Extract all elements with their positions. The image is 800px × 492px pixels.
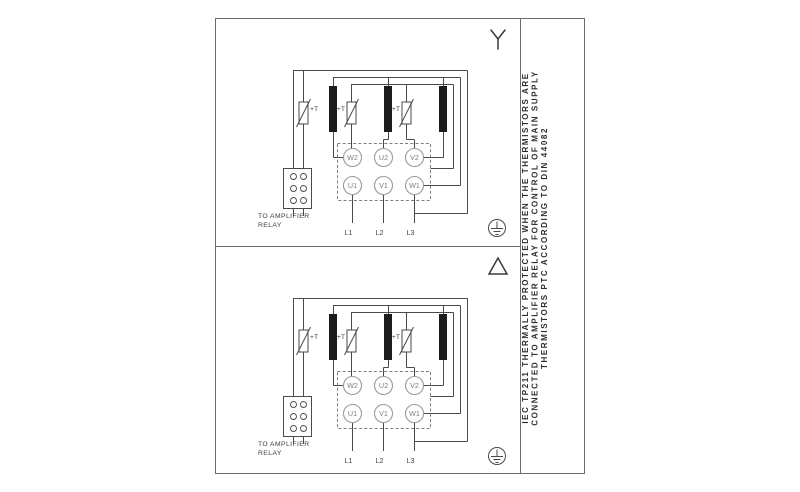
thermistor-label: +T [310,334,318,341]
side-note-line1: IEC TP211 THERMALLY PROTECTED WHEN THE T… [521,72,530,423]
terminal-label-w1: W1 [409,409,420,418]
terminal-label-w2: W2 [347,153,358,162]
star-section-wiring [282,69,507,238]
terminal-label-u2: U2 [379,381,388,390]
side-note: IEC TP211 THERMALLY PROTECTED WHEN THE T… [521,70,549,426]
supply-label-l2: L2 [376,228,384,237]
supply-label-l2: L2 [376,456,384,465]
star-section-labels: +T +T +T W2 U2 V2 U1 V1 W1 L1 L2 L3 TO A… [258,106,420,237]
terminal-label-v1: V1 [379,181,388,190]
side-note-line3: THERMISTORS PTC ACCORDING TO DIN 44082 [540,127,549,369]
thermistor-label: +T [337,334,345,341]
terminal-label-u2: U2 [379,153,388,162]
terminal-label-v1: V1 [379,409,388,418]
delta-connection-symbol [487,256,509,275]
terminal-label-u1: U1 [348,181,357,190]
diagram-sheet: +T +T +T W2 U2 V2 U1 V1 W1 L1 L2 L3 TO A… [215,18,585,474]
side-note-line2: CONNECTED TO AMPLIFIER RELAY FOR CONTROL… [531,70,540,426]
delta-section-labels: +T +T +T W2 U2 V2 U1 V1 W1 L1 L2 L3 TO A… [258,334,420,465]
relay-note-line1: TO AMPLIFIER [258,441,310,448]
supply-label-l3: L3 [407,228,415,237]
terminal-label-u1: U1 [348,409,357,418]
wiring-diagram: +T +T +T W2 U2 V2 U1 V1 W1 L1 L2 L3 TO A… [215,18,585,474]
supply-label-l1: L1 [345,228,353,237]
terminal-label-v2: V2 [410,153,419,162]
terminal-label-w1: W1 [409,181,420,190]
delta-section-wiring [282,297,507,466]
terminal-label-w2: W2 [347,381,358,390]
relay-note-line1: TO AMPLIFIER [258,213,310,220]
thermistor-label: +T [392,334,400,341]
star-connection-symbol [490,29,506,50]
thermistor-label: +T [392,106,400,113]
terminal-label-v2: V2 [410,381,419,390]
supply-label-l3: L3 [407,456,415,465]
supply-label-l1: L1 [345,456,353,465]
thermistor-label: +T [337,106,345,113]
relay-note-line2: RELAY [258,222,282,229]
thermistor-label: +T [310,106,318,113]
relay-note-line2: RELAY [258,450,282,457]
